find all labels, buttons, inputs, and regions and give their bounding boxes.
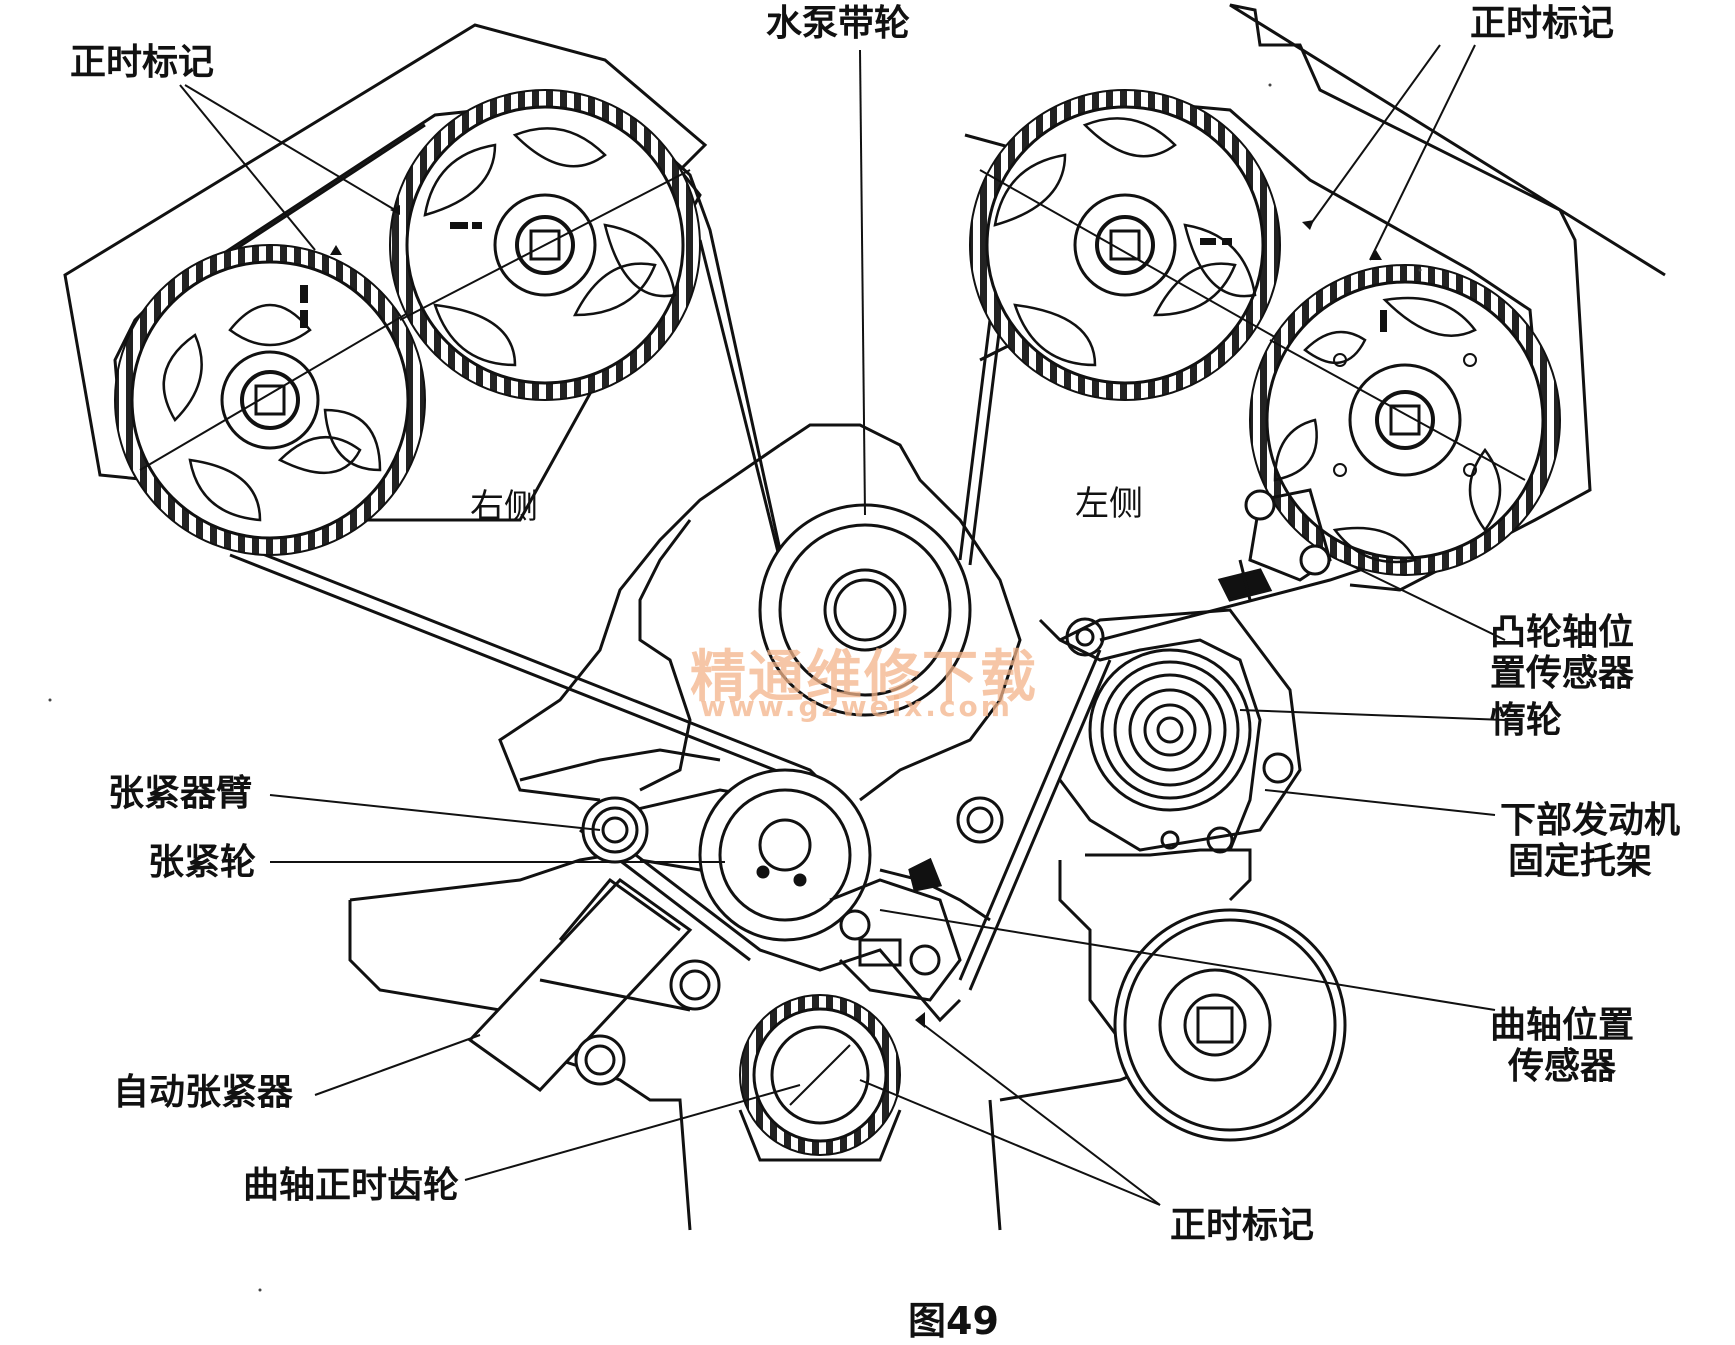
cam-sensor-label: 凸轮轴位 置传感器 (1490, 612, 1634, 695)
tensioner-pulley-label: 张紧轮 (148, 842, 257, 883)
tensioner-arm-label: 张紧器臂 (108, 773, 253, 814)
water-pump-pulley-label: 水泵带轮 (766, 3, 911, 44)
idler-pulley-shape (1065, 617, 1252, 812)
timing-mark-label-bottom: 正时标记 (1170, 1205, 1315, 1246)
auto-tensioner-shape (467, 877, 721, 1092)
figure-caption: 图49 (908, 1299, 999, 1343)
leader-lines (179, 44, 1506, 1206)
auto-tensioner-label: 自动张紧器 (113, 1072, 294, 1113)
mount-bracket-shape (956, 608, 1302, 854)
cam-sensor-shape (1217, 488, 1332, 602)
print-speckles (48, 83, 1422, 1292)
idler-label: 惰轮 (1490, 700, 1563, 741)
right-side-label: 右侧 (470, 487, 538, 527)
crank-area-shape (829, 857, 1347, 1142)
tensioner-pulley-shape (698, 768, 872, 942)
cam-sensor-label-line1: 凸轮轴位 (1490, 612, 1635, 653)
cam-sprocket-left-inner (969, 89, 1281, 401)
watermark-title: 精通维修下载 (690, 645, 1038, 710)
cam-sprocket-right-inner (389, 89, 701, 401)
crank-gear-label: 曲轴正时齿轮 (243, 1165, 460, 1206)
crank-sensor-label-line2: 传感器 (1508, 1046, 1617, 1088)
engine-block-outline (63, 3, 1666, 1231)
cam-sensor-label-line2: 置传感器 (1490, 653, 1635, 695)
lower-mount-label-line2: 固定托架 (1508, 841, 1653, 883)
cam-sprocket-right-outer (114, 244, 431, 556)
cam-timing-marks (300, 205, 1387, 332)
crank-sensor-label: 曲轴位置 传感器 (1490, 1005, 1634, 1088)
cam-sprocket-left-outer (1249, 264, 1561, 576)
left-side-label: 左侧 (1075, 484, 1143, 524)
watermark-url: www.gzweix.com (700, 690, 1013, 723)
crank-timing-gear-shape (738, 994, 925, 1162)
timing-mark-label-top-left: 正时标记 (70, 42, 215, 83)
crank-sensor-label-line1: 曲轴位置 (1490, 1005, 1635, 1046)
timing-mark-label-top-right: 正时标记 (1470, 3, 1615, 44)
lower-mount-label: 下部发动机 固定托架 (1500, 800, 1680, 883)
water-pump-pulley-shape (758, 503, 972, 717)
lower-mount-label-line1: 下部发动机 (1500, 800, 1681, 841)
